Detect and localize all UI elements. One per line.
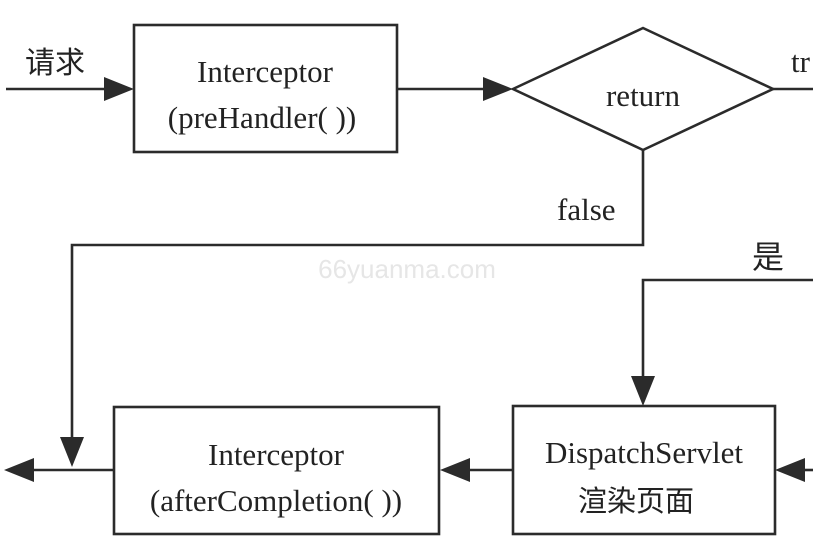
after-completion-box (112, 405, 441, 536)
true-branch-label: tr (791, 44, 811, 79)
right-incoming-arrowhead (775, 458, 805, 482)
yes-branch-label: 是 (752, 238, 784, 276)
yes-branch-line (641, 278, 813, 380)
false-branch-line (70, 150, 645, 440)
after-completion-method: (afterCompletion( )) (150, 483, 402, 518)
false-branch-label: false (557, 192, 616, 227)
request-label: 请求 (25, 46, 85, 81)
exit-arrowhead (4, 458, 34, 482)
request-arrowhead (104, 77, 134, 101)
prehandler-box-title: Interceptor (197, 54, 334, 89)
prehandler-box-method: (preHandler( )) (168, 100, 356, 135)
dispatch-servlet-box (511, 404, 777, 536)
dispatch-servlet-title: DispatchServlet (545, 435, 743, 470)
dispatch-to-after-arrowhead (440, 458, 470, 482)
return-decision-label: return (606, 78, 681, 113)
after-completion-title: Interceptor (208, 437, 345, 472)
dispatch-servlet-subtitle: 渲染页面 (578, 484, 694, 518)
yes-branch-arrowhead (631, 376, 655, 406)
watermark: 66yuanma.com (318, 254, 496, 284)
prehandler-to-return-arrowhead (483, 77, 513, 101)
false-branch-arrowhead (60, 437, 84, 467)
